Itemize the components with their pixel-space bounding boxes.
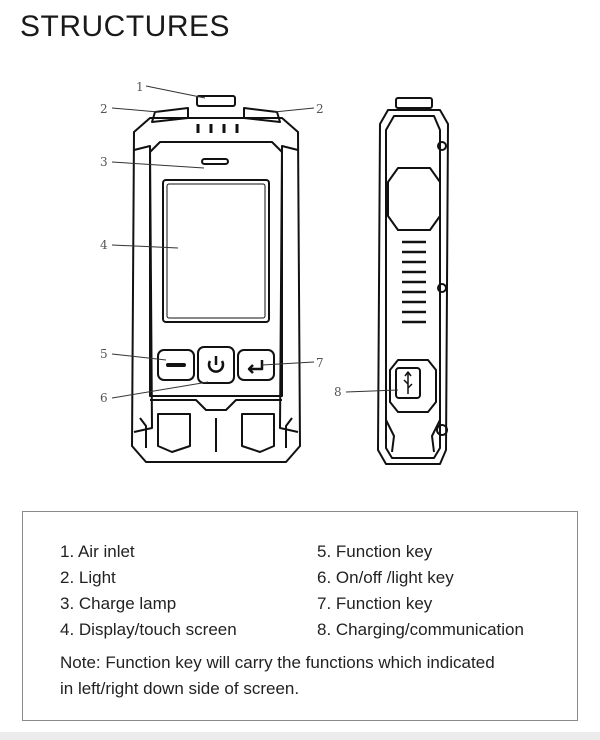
light-right — [243, 107, 281, 123]
callout-2-left: 2 — [100, 102, 108, 116]
legend-item-light: 2. Light — [60, 568, 116, 587]
legend-item-function-key-7: 7. Function key — [317, 594, 433, 613]
legend-item-charging: 8. Charging/communication — [317, 620, 524, 639]
device-structure-diagram: 1 2 2 3 4 5 6 7 8 — [100, 80, 449, 465]
callout-2-right: 2 — [316, 102, 324, 116]
device-body — [131, 117, 301, 463]
legend-item-function-key-5: 5. Function key — [317, 542, 433, 561]
note-line-2: in left/right down side of screen. — [60, 679, 300, 698]
side-body — [377, 109, 449, 465]
legend-item-onoff-key: 6. On/off /light key — [317, 568, 454, 587]
page-title: STRUCTURES — [20, 10, 231, 43]
usb-icon — [403, 371, 413, 394]
legend-box: 1. Air inlet 2. Light 3. Charge lamp 4. … — [22, 511, 578, 721]
power-key — [197, 346, 235, 384]
callout-1: 1 — [136, 80, 144, 94]
light-left — [151, 107, 189, 123]
inner-face — [149, 141, 283, 397]
callout-6: 6 — [100, 391, 108, 405]
side-view — [377, 97, 449, 465]
callout-8: 8 — [334, 385, 342, 399]
front-view — [131, 95, 301, 463]
top-vents — [196, 124, 239, 133]
note-line-1: Note: Function key will carry the functi… — [60, 653, 495, 672]
callout-7: 7 — [316, 356, 324, 370]
callout-5: 5 — [100, 347, 108, 361]
legend-item-air-inlet: 1. Air inlet — [60, 542, 135, 561]
legend-item-charge-lamp: 3. Charge lamp — [60, 594, 177, 613]
callout-4: 4 — [100, 238, 108, 252]
side-grille — [402, 240, 426, 324]
charge-lamp — [201, 158, 229, 165]
right-function-key — [237, 349, 275, 381]
air-inlet — [196, 95, 236, 107]
callout-3: 3 — [100, 155, 108, 169]
legend-note: Note: Function key will carry the functi… — [60, 650, 560, 702]
legend-item-display: 4. Display/touch screen — [60, 620, 237, 639]
usb-port — [389, 359, 437, 413]
left-function-key — [157, 349, 195, 381]
legend-right-column: 5. Function key 6. On/off /light key 7. … — [317, 539, 524, 643]
legend-left-column: 1. Air inlet 2. Light 3. Charge lamp 4. … — [60, 539, 237, 643]
bottom-divider — [0, 732, 600, 740]
display-screen — [162, 179, 270, 323]
